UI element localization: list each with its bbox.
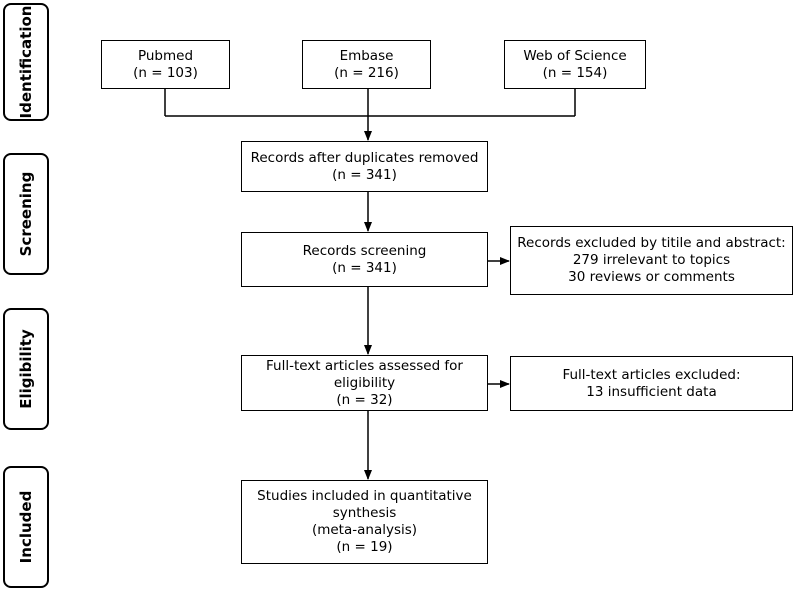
screening-count: (n = 341): [332, 259, 397, 276]
source-pubmed-count: (n = 103): [133, 64, 198, 81]
dedup-box: Records after duplicates removed (n = 34…: [241, 141, 488, 192]
screening-label: Records screening: [302, 242, 427, 259]
source-embase-name: Embase: [339, 47, 394, 64]
excluded-fulltext-box: Full-text articles excluded: 13 insuffic…: [510, 356, 793, 411]
stage-included: Included: [3, 466, 49, 588]
source-embase-count: (n = 216): [334, 64, 399, 81]
stage-eligibility: Eligibility: [3, 308, 49, 430]
excluded-screening-line2: 30 reviews or comments: [568, 269, 735, 285]
excluded-screening-box: Records excluded by titile and abstract:…: [510, 226, 793, 295]
source-pubmed-box: Pubmed (n = 103): [101, 40, 230, 89]
source-wos-name: Web of Science: [523, 47, 627, 64]
dedup-count: (n = 341): [332, 166, 397, 183]
fulltext-line1: Full-text articles assessed for: [265, 357, 463, 374]
excluded-fulltext-title: Full-text articles excluded:: [562, 366, 741, 383]
excluded-fulltext-line1: 13 insufficient data: [586, 383, 717, 400]
source-embase-box: Embase (n = 216): [302, 40, 431, 89]
source-wos-count: (n = 154): [542, 64, 608, 81]
included-line2: synthesis: [332, 505, 397, 521]
included-line3: (meta-analysis): [311, 522, 418, 538]
fulltext-count: (n = 32): [336, 391, 393, 408]
stage-identification: Identification: [3, 3, 49, 121]
included-box: Studies included in quantitative synthes…: [241, 480, 488, 564]
stage-screening: Screening: [3, 153, 49, 275]
included-line1: Studies included in quantitative: [257, 488, 472, 504]
excluded-screening-title: Records excluded by titile and abstract:: [517, 235, 786, 251]
dedup-label: Records after duplicates removed: [250, 149, 479, 166]
excluded-screening-line1: 279 irrelevant to topics: [572, 252, 731, 268]
fulltext-line2: eligibility: [333, 374, 396, 391]
included-count: (n = 19): [336, 539, 393, 555]
screening-box: Records screening (n = 341): [241, 232, 488, 287]
fulltext-box: Full-text articles assessed for eligibil…: [241, 355, 488, 411]
source-pubmed-name: Pubmed: [137, 47, 194, 64]
source-wos-box: Web of Science (n = 154): [504, 40, 646, 89]
